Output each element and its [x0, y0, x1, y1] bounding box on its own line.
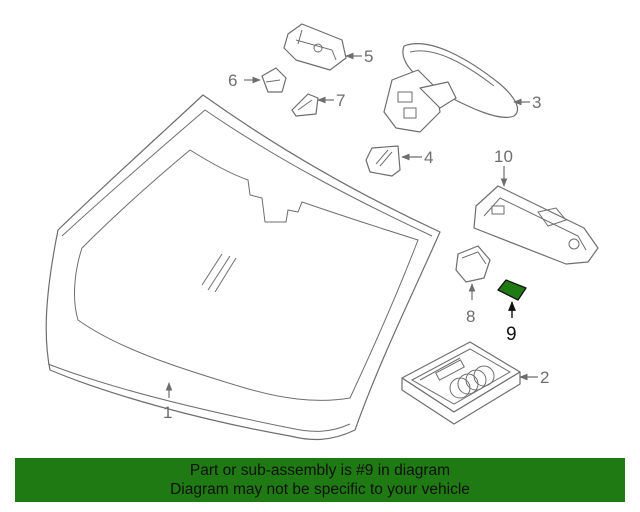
callout-10: 10: [494, 147, 513, 166]
info-banner: Part or sub-assembly is #9 in diagram Di…: [15, 458, 625, 502]
banner-line-2: Diagram may not be specific to your vehi…: [170, 481, 470, 498]
camera-housing-part[interactable]: [473, 185, 599, 265]
callout-9: 9: [506, 324, 517, 345]
callout-5: 5: [364, 47, 373, 66]
sensor-cover-part[interactable]: [365, 145, 401, 177]
repair-kit-part[interactable]: [401, 341, 521, 425]
clip-part[interactable]: [261, 67, 287, 93]
callout-3: 3: [532, 93, 541, 112]
callout-6: 6: [228, 71, 237, 90]
rearview-mirror-part[interactable]: [383, 43, 519, 133]
callout-8: 8: [466, 307, 475, 326]
windshield-part[interactable]: [45, 94, 441, 441]
banner-line-1: Part or sub-assembly is #9 in diagram: [189, 462, 451, 479]
parts-diagram: 1 2 3 4 5: [45, 23, 599, 441]
callout-7: 7: [336, 91, 345, 110]
cover-part-7[interactable]: [291, 93, 319, 117]
sensor-part-8[interactable]: [455, 245, 491, 283]
callout-4: 4: [424, 148, 433, 167]
callout-2: 2: [540, 368, 549, 387]
mirror-bracket-part[interactable]: [283, 23, 347, 71]
callout-1: 1: [163, 403, 172, 422]
highlighted-part-9[interactable]: [497, 279, 527, 301]
